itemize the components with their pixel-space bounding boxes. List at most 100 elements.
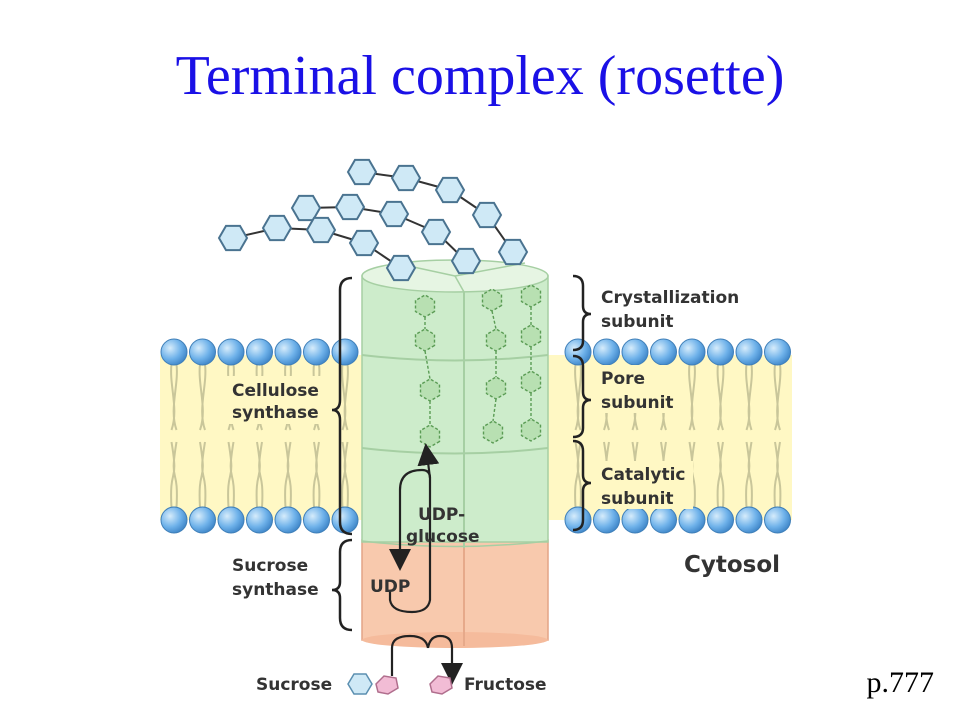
lipid-tail [170,363,176,431]
svg-text:synthase: synthase [232,403,319,423]
lipid-head [274,338,302,366]
lipid-head [621,338,649,366]
glucose-unit [471,201,503,229]
label-sucrose-synthase: Sucrose synthase [232,556,319,600]
lipid-tail [341,363,347,431]
lipid-head [246,338,273,366]
lipid-head [593,338,620,366]
pore-bracket [572,354,592,439]
sucrose-synthase-bracket [331,538,353,632]
internal-glucose-chains [414,284,542,448]
slide-title: Terminal complex (rosette) [175,45,785,107]
lipid-head [160,338,188,366]
label-crystallization-subunit: Crystallization subunit [601,288,739,332]
lipid-tail [201,441,207,509]
lipid-tail [690,363,696,431]
glucose-unit [385,254,417,282]
svg-text:UDP-: UDP- [418,505,465,525]
lipid-head [621,506,649,534]
lipid-head [564,338,592,366]
lipid-tail [716,441,722,509]
lipid-head [678,338,706,366]
lipid-tail [776,441,782,509]
lipid-head [707,338,734,366]
glucose-unit [261,214,293,242]
udp-glucose-up-arrow [417,443,440,479]
svg-text:Sucrose: Sucrose [232,556,308,576]
glucose-unit [334,193,366,221]
lipid-tail [773,363,779,431]
label-catalytic-subunit: Catalytic subunit [597,461,693,509]
glucose-unit [378,200,410,228]
lipid-head [274,506,302,534]
svg-text:subunit: subunit [601,393,674,413]
lipid-tail [198,441,204,509]
lipid-heads [160,338,791,534]
glucose-unit [348,229,380,257]
svg-text:subunit: subunit [601,312,674,332]
lipid-tail [341,441,347,509]
internal-glucose-unit [482,420,504,444]
lipid-head [217,338,245,366]
lipid-tail [716,363,722,431]
lipid-tail [170,441,176,509]
lipid-tail [719,363,725,431]
lipid-head [593,506,620,534]
catalytic-bracket [572,439,592,532]
cellulose-synthase-bracket [331,276,353,536]
cellulose-synthase-block [361,259,549,548]
svg-text:subunit: subunit [601,489,674,509]
lipid-tail [255,441,261,509]
label-pore-subunit: Pore subunit [597,365,683,413]
glucose-unit [497,238,529,266]
label-sucrose: Sucrose [256,675,332,695]
lipid-tail [343,441,349,509]
svg-text:Crystallization: Crystallization [601,288,739,308]
lipid-tail [172,363,178,431]
lipid-tail [284,441,290,509]
sucrose-molecule [347,673,399,695]
internal-bond [492,398,497,422]
lipid-tail [172,441,178,509]
label-cellulose-synthase: Cellulose synthase [222,376,326,424]
lipid-tail [315,441,321,509]
lipid-head [735,338,763,366]
page-reference: p.777 [866,666,935,699]
label-cytosol: Cytosol [684,552,780,578]
glucose-unit [305,216,337,244]
lipid-tail [773,441,779,509]
lipid-head [303,338,330,366]
crystallization-bracket [572,274,592,352]
internal-glucose-unit [520,418,542,442]
lipid-head [650,338,677,366]
svg-text:synthase: synthase [232,580,319,600]
lipid-head [331,506,359,534]
lipid-tail [258,441,264,509]
lipid-tail [312,441,318,509]
lipid-tail [201,363,207,431]
glucose-unit [390,164,422,192]
lipid-head [331,338,359,366]
lipid-head [650,506,677,534]
glucose-unit [346,158,378,186]
lipid-head [735,506,763,534]
internal-bond [491,310,497,330]
sucrose-in-arrow [390,634,430,676]
lipid-tail [227,441,233,509]
lipid-tail [286,441,292,509]
glucose-unit [290,194,322,222]
lipid-tails [170,363,782,509]
lipid-tail [745,363,751,431]
glucose-unit [434,176,466,204]
lipid-head [189,506,216,534]
lipid-tail [745,441,751,509]
lipid-head [764,506,791,534]
lipid-tail [576,363,582,431]
label-udp: UDP [370,577,410,597]
lipid-tail [574,363,580,431]
fructose-out-arrow [426,634,463,685]
svg-text:glucose: glucose [406,527,480,547]
lipid-head [707,506,734,534]
lipid-head [246,506,273,534]
